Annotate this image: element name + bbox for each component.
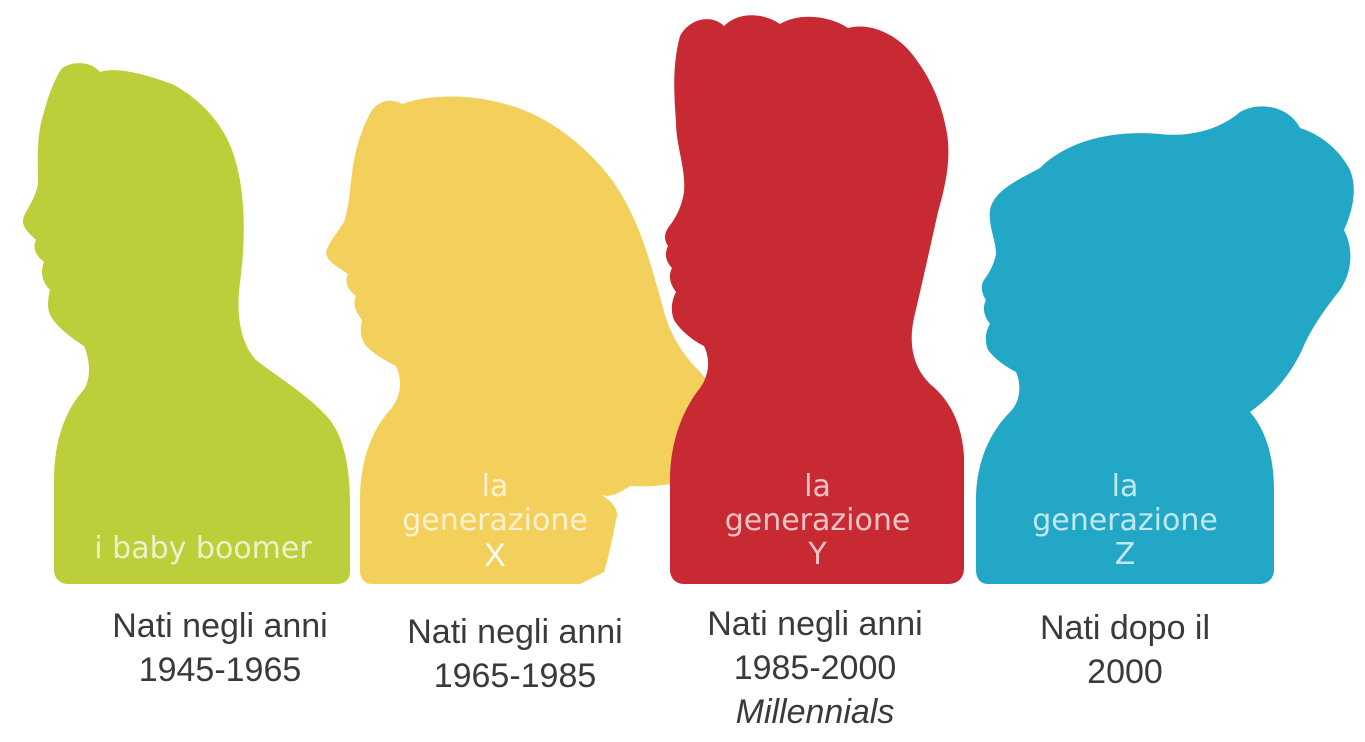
boomer-caption-line: Nati negli anni (112, 607, 328, 645)
gen-x-caption-line: 1965-1985 (433, 657, 597, 695)
gen-y-label-line: generazione (724, 503, 911, 538)
gen-x-label-letter: X (484, 537, 506, 573)
gen-x-caption-line: Nati negli anni (407, 613, 623, 651)
boomer-head-silhouette-icon (22, 63, 350, 584)
gen-y-label-line: la (804, 469, 831, 504)
gen-x-label: la generazione X (370, 469, 620, 573)
gen-y-label: la generazione Y (690, 470, 945, 572)
gen-z-label-line: generazione (1032, 503, 1218, 538)
gen-y-caption: Nati negli anni 1985-2000 Millennials (665, 602, 965, 734)
gen-x-label-line: generazione (402, 503, 588, 538)
gen-y-caption-nickname: Millennials (735, 693, 895, 731)
gen-y-head-silhouette-icon (665, 15, 964, 585)
gen-z-label-line: la (1111, 469, 1139, 504)
gen-z-label-line: Z (1114, 537, 1136, 572)
gen-z-caption: Nati dopo il 2000 (975, 606, 1275, 694)
boomer-label: i baby boomer (58, 532, 348, 566)
boomer-label-line: i baby boomer (94, 531, 312, 566)
gen-x-head-silhouette-icon (326, 96, 732, 584)
gen-x-caption: Nati negli anni 1965-1985 (365, 610, 665, 698)
boomer-caption-line: 1945-1965 (138, 651, 302, 689)
gen-z-caption-line: 2000 (1087, 653, 1163, 691)
gen-y-caption-line: Nati negli anni (707, 605, 923, 643)
gen-x-label-line: la (481, 469, 509, 504)
gen-z-label: la generazione Z (1000, 470, 1250, 572)
gen-y-label-line: Y (808, 537, 827, 572)
gen-z-caption-line: Nati dopo il (1039, 609, 1211, 647)
boomer-caption: Nati negli anni 1945-1965 (70, 604, 370, 692)
gen-y-caption-line: 1985-2000 (733, 649, 897, 687)
gen-z-head-silhouette-icon (976, 106, 1354, 584)
